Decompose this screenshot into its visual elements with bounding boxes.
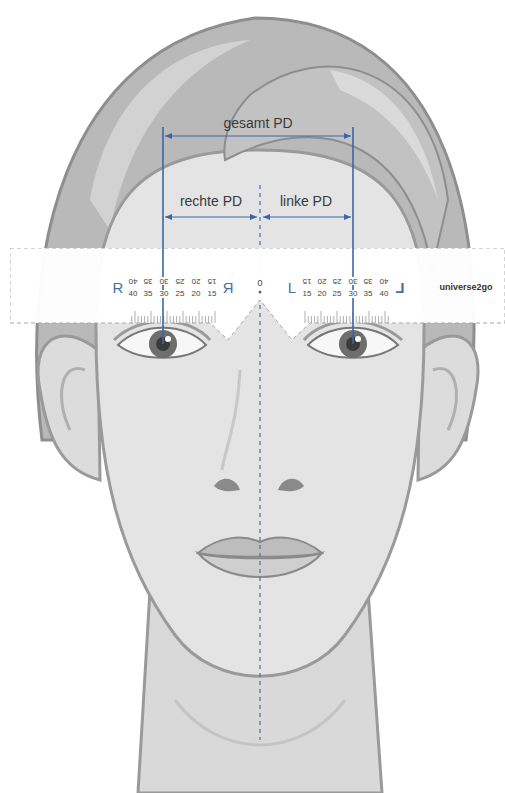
scale-number: 25 — [175, 290, 186, 298]
scale-number: 25 — [332, 277, 343, 285]
scale-number: 25 — [175, 277, 186, 285]
scale-number: 35 — [143, 277, 154, 285]
scale-number: 40 — [128, 277, 139, 285]
scale-number: 30 — [348, 277, 359, 285]
scale-number: 35 — [143, 290, 154, 298]
side-letter: L — [394, 280, 405, 295]
side-letter: L — [287, 280, 297, 295]
scale-number: 40 — [379, 277, 390, 285]
side-letter: R — [112, 280, 125, 295]
scale-number: 30 — [159, 290, 170, 298]
scale-number: 40 — [379, 290, 390, 298]
scale-number: 30 — [159, 277, 170, 285]
ruler-outline — [10, 248, 505, 343]
scale-number: 25 — [332, 290, 343, 298]
side-letter: R — [222, 280, 235, 295]
brand-logo: universe2go — [438, 283, 493, 292]
scale-number: 15 — [207, 277, 218, 285]
dimension-label: gesamt PD — [223, 116, 292, 130]
scale-number: 15 — [302, 290, 313, 298]
scale-number: 15 — [207, 290, 218, 298]
pd-ruler-band: R404035353030252520201515R0L151520202525… — [10, 248, 505, 343]
scale-number: 15 — [302, 277, 313, 285]
scale-number: 20 — [317, 277, 328, 285]
scale-number: 30 — [348, 290, 359, 298]
scale-number: 20 — [317, 290, 328, 298]
scale-number: 35 — [363, 290, 374, 298]
scale-number: 0 — [256, 279, 263, 288]
dimension-label: rechte PD — [180, 194, 242, 208]
dimension-label: linke PD — [280, 194, 332, 208]
scale-number: 40 — [128, 290, 139, 298]
scale-number: 35 — [363, 277, 374, 285]
scale-number: 20 — [191, 277, 202, 285]
scale-number: 20 — [191, 290, 202, 298]
